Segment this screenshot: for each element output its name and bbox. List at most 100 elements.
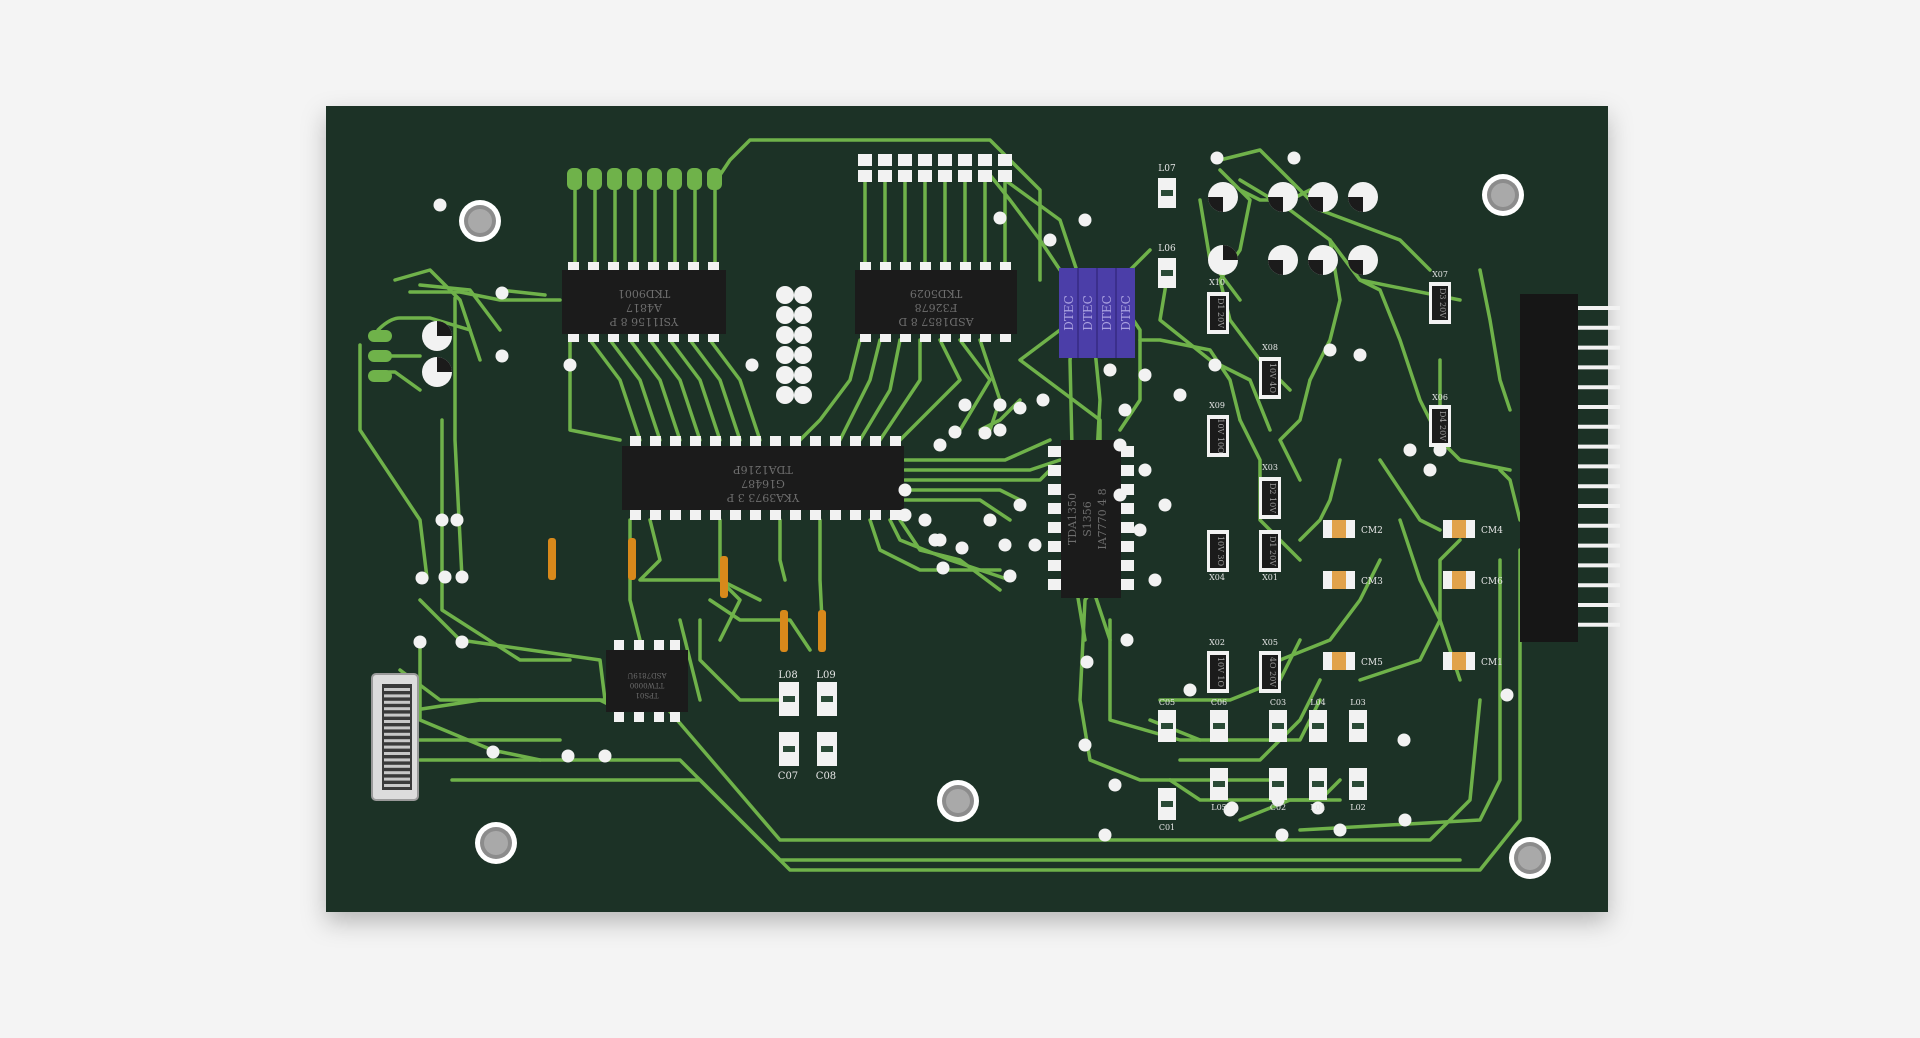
via [928, 533, 942, 547]
ffc-pin [384, 688, 410, 691]
via [993, 423, 1007, 437]
via [598, 749, 612, 763]
dtec-label-3: DTEC [1100, 295, 1114, 331]
pcb-board [326, 106, 1608, 912]
cm-capacitor: CM2 [1323, 520, 1383, 538]
via [998, 538, 1012, 552]
ic3-pin [770, 436, 781, 447]
ic4-pin [1048, 484, 1061, 495]
ic4-pin [1121, 503, 1134, 514]
cm-label: CM6 [1481, 577, 1503, 587]
ic4-pin [1121, 560, 1134, 571]
via [1183, 683, 1197, 697]
ic3-pin [710, 509, 721, 520]
smd-label: C05 [1159, 698, 1175, 707]
ic-chip-5: ASD7819U TTW0000 TPS01 [606, 640, 688, 722]
ic3-pin [830, 509, 841, 520]
ic3-pin [890, 436, 901, 447]
ic4-pin [1121, 579, 1134, 590]
ic3-label-3: YKA3973 3 P [726, 491, 800, 504]
via [1078, 213, 1092, 227]
via [1173, 388, 1187, 402]
x-label: X09 [1209, 401, 1225, 410]
x-value: D4 20V [1438, 411, 1447, 441]
via [933, 438, 947, 452]
via [978, 426, 992, 440]
smd-component: L04 [1309, 698, 1327, 742]
smd-label: L04 [1310, 698, 1326, 707]
via [495, 286, 509, 300]
via [983, 513, 997, 527]
cm-label: CM3 [1361, 577, 1383, 587]
mounting-hole [1482, 174, 1524, 216]
via [1323, 343, 1337, 357]
ic4-pin [1121, 446, 1134, 457]
via [495, 349, 509, 363]
ic3-pin [690, 436, 701, 447]
ic3-label-1: TDA1216P [733, 463, 793, 476]
ic3-pin [750, 436, 761, 447]
via [1398, 813, 1412, 827]
via [1208, 358, 1222, 372]
ic-chip-4: TDA1350 S1356 IA7770 4 8 [1048, 440, 1134, 598]
via [1148, 573, 1162, 587]
via [1500, 688, 1514, 702]
via [1287, 151, 1301, 165]
ffc-pin [384, 745, 410, 749]
ic3-pin [830, 436, 841, 447]
ic3-pin [850, 509, 861, 520]
dtec-label-1: DTEC [1062, 295, 1076, 331]
x-label: X07 [1432, 270, 1448, 279]
dtec-label-4: DTEC [1119, 295, 1133, 331]
ffc-pin [384, 758, 410, 762]
x-value: 10V 4O [1268, 363, 1277, 394]
ffc-pin [384, 771, 410, 775]
label-l07: L07 [1158, 164, 1176, 174]
pin-header-connector [1520, 294, 1620, 642]
ffc-pin [384, 720, 410, 723]
ic4-pin [1121, 522, 1134, 533]
smd-label: C06 [1211, 698, 1227, 707]
via [455, 570, 469, 584]
cm-capacitor: CM3 [1323, 571, 1383, 589]
smd-label: C01 [1159, 823, 1175, 832]
ic4-pin [1121, 541, 1134, 552]
x-label: X02 [1209, 638, 1225, 647]
smd-component: C02 [1269, 768, 1287, 812]
via [435, 513, 449, 527]
smd-label: L02 [1350, 803, 1366, 812]
ic5-label-2: TTW0000 [630, 681, 664, 689]
x-label: X05 [1262, 638, 1278, 647]
ic4-pin [1048, 503, 1061, 514]
via [1158, 498, 1172, 512]
via [1098, 828, 1112, 842]
smd-component: C06 [1210, 698, 1228, 742]
smd-label: L01 [1310, 803, 1326, 812]
via [486, 745, 500, 759]
via [1108, 778, 1122, 792]
ic1-label-3: YSI1156 8 P [609, 315, 679, 328]
x-label: X04 [1209, 573, 1225, 582]
via [450, 513, 464, 527]
via [1397, 733, 1411, 747]
cm-capacitor: CM6 [1443, 571, 1503, 589]
x-value: 4O 20V [1268, 657, 1277, 687]
ic3-pin [790, 436, 801, 447]
ic3-pin [650, 436, 661, 447]
via [1275, 828, 1289, 842]
ffc-pin [384, 726, 410, 730]
ic3-label-2: G16487 [741, 477, 785, 490]
ic4-pin [1048, 522, 1061, 533]
dtec-label-2: DTEC [1081, 295, 1095, 331]
ic3-pin [730, 509, 741, 520]
orange-jumpers [548, 538, 826, 652]
smd-label: L03 [1350, 698, 1366, 707]
cm-label: CM5 [1361, 658, 1383, 668]
label-l08: L08 [778, 670, 797, 681]
mounting-holes [459, 174, 1551, 879]
